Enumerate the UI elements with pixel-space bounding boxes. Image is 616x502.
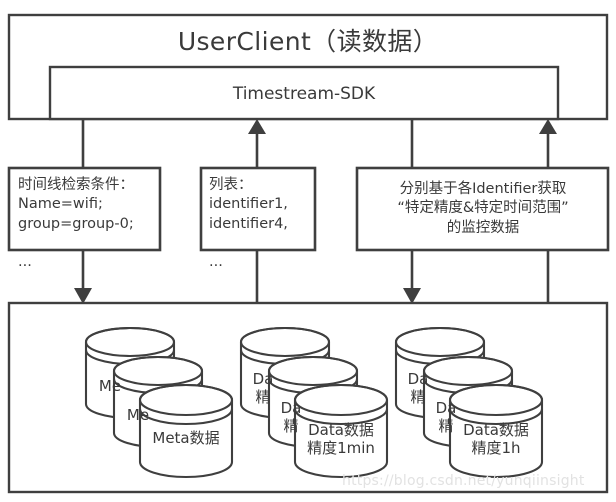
msg-label-precision-range-fetch: 分别基于各Identifier获取 “特定精度&特定时间范围” 的监控数据: [397, 181, 569, 236]
cylinder-label-meta-front: Meta数据: [152, 429, 220, 447]
msg-box-identifier-list: [199, 166, 317, 252]
watermark-text: https://blog.csdn.net/yunqiinsight: [342, 473, 585, 489]
cylinder-label-meta-back-b: Me: [126, 406, 150, 424]
cylinder-label-data1h-back-b: Da 精: [435, 399, 457, 436]
user-client-title: UserClient（读数据）: [177, 27, 439, 56]
arrow-down-msg3-icon: [403, 288, 421, 304]
cylinder-label-data1min-back-b: Da 精: [280, 399, 302, 436]
cylinder-data1h-front: [448, 383, 544, 479]
timestream-sdk-box: [48, 65, 560, 121]
cylinder-meta-front: [138, 383, 234, 479]
cylinder-label-data1h-front: Data数据 精度1h: [463, 421, 529, 458]
arrow-up-msg2-icon: [248, 119, 266, 134]
cylinder-label-data1min-back-a: Da 精: [252, 370, 274, 407]
cylinder-label-data1min-front: Data数据 精度1min: [307, 421, 375, 458]
arrow-up-right-icon: [539, 119, 557, 134]
cylinder-label-data1h-back-a: Da 精: [407, 370, 429, 407]
msg-label-identifier-list: 列表： identifier1, identifier4, ...: [209, 177, 288, 271]
msg-box-precision-range-fetch: [355, 166, 610, 252]
timestream-sdk-label: Timestream-SDK: [232, 84, 376, 104]
cylinder-label-meta-back-a: Me: [98, 377, 122, 395]
cylinder-data1min-front: [293, 383, 389, 479]
msg-box-timeline-query-condition: [7, 166, 162, 252]
msg-label-timeline-query-condition: 时间线检索条件： Name=wifi; group=group-0; ...: [18, 177, 134, 271]
arrow-down-msg1-icon: [74, 288, 92, 304]
